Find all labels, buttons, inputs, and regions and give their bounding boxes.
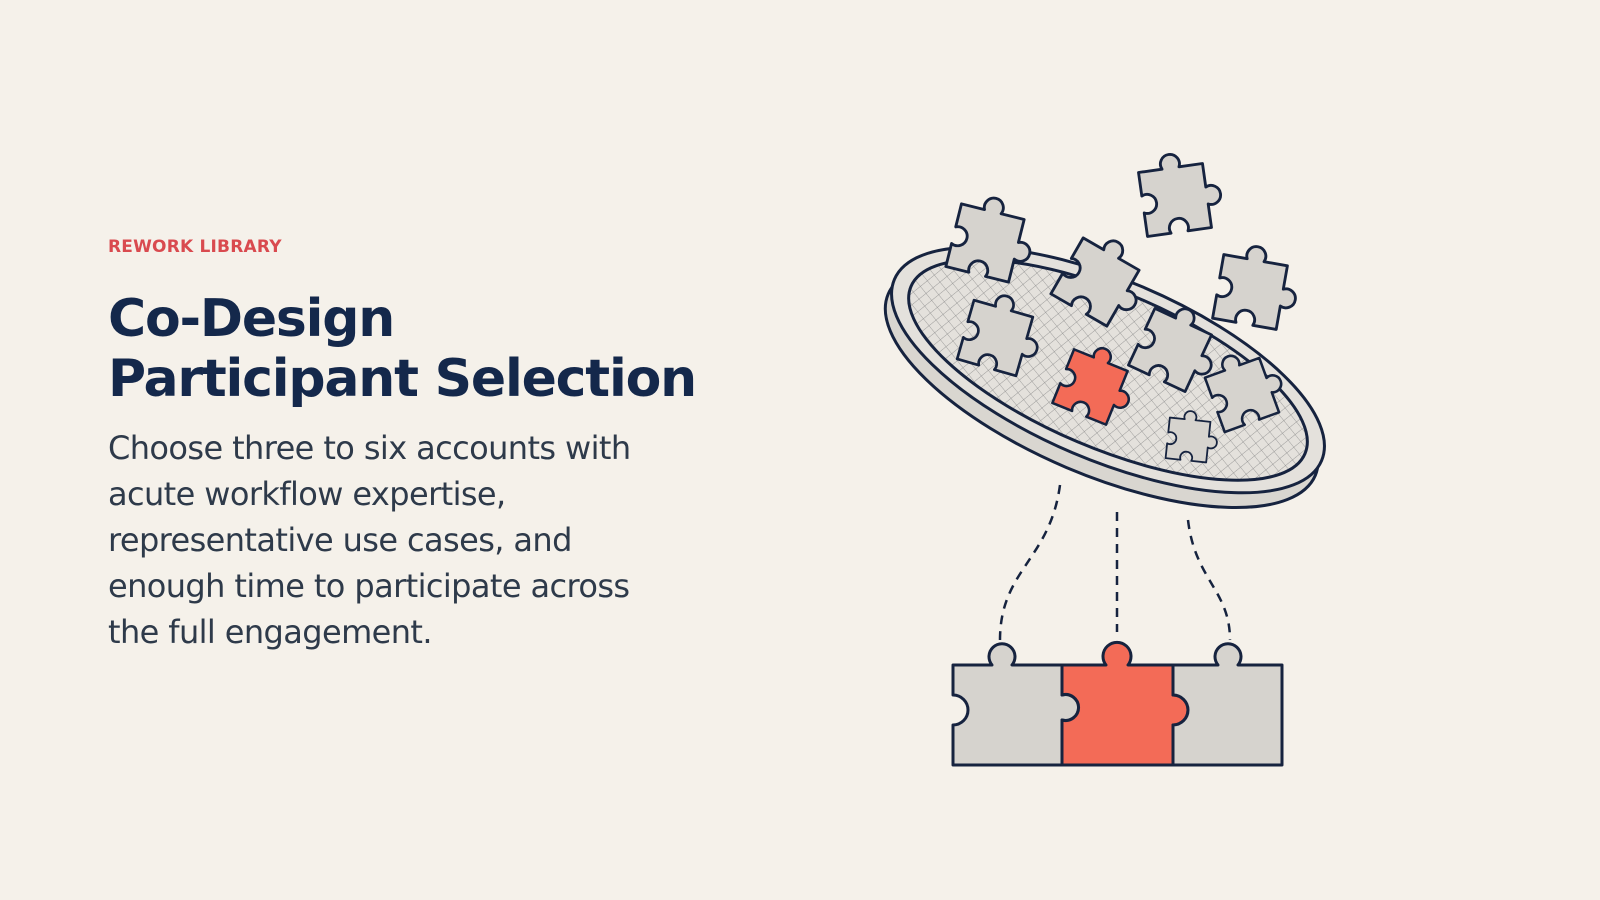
sieve-puzzle-pieces-illustration xyxy=(883,146,1326,767)
text-block: REWORK LIBRARY Co-Design Participant Sel… xyxy=(108,236,708,655)
selected-piece-left xyxy=(951,642,1080,767)
puzzle-piece-icon xyxy=(1135,146,1227,238)
puzzle-piece-icon xyxy=(1211,239,1305,334)
selected-piece-right xyxy=(1171,642,1284,767)
slide-body-text: Choose three to six accounts with acute … xyxy=(108,429,631,651)
selected-piece-center xyxy=(1060,640,1190,767)
selected-puzzle-pieces xyxy=(951,640,1284,767)
eyebrow-label: REWORK LIBRARY xyxy=(108,237,282,257)
dashed-guide-lines xyxy=(998,484,1232,641)
slide-title: Co-Design Participant Selection xyxy=(108,289,697,409)
